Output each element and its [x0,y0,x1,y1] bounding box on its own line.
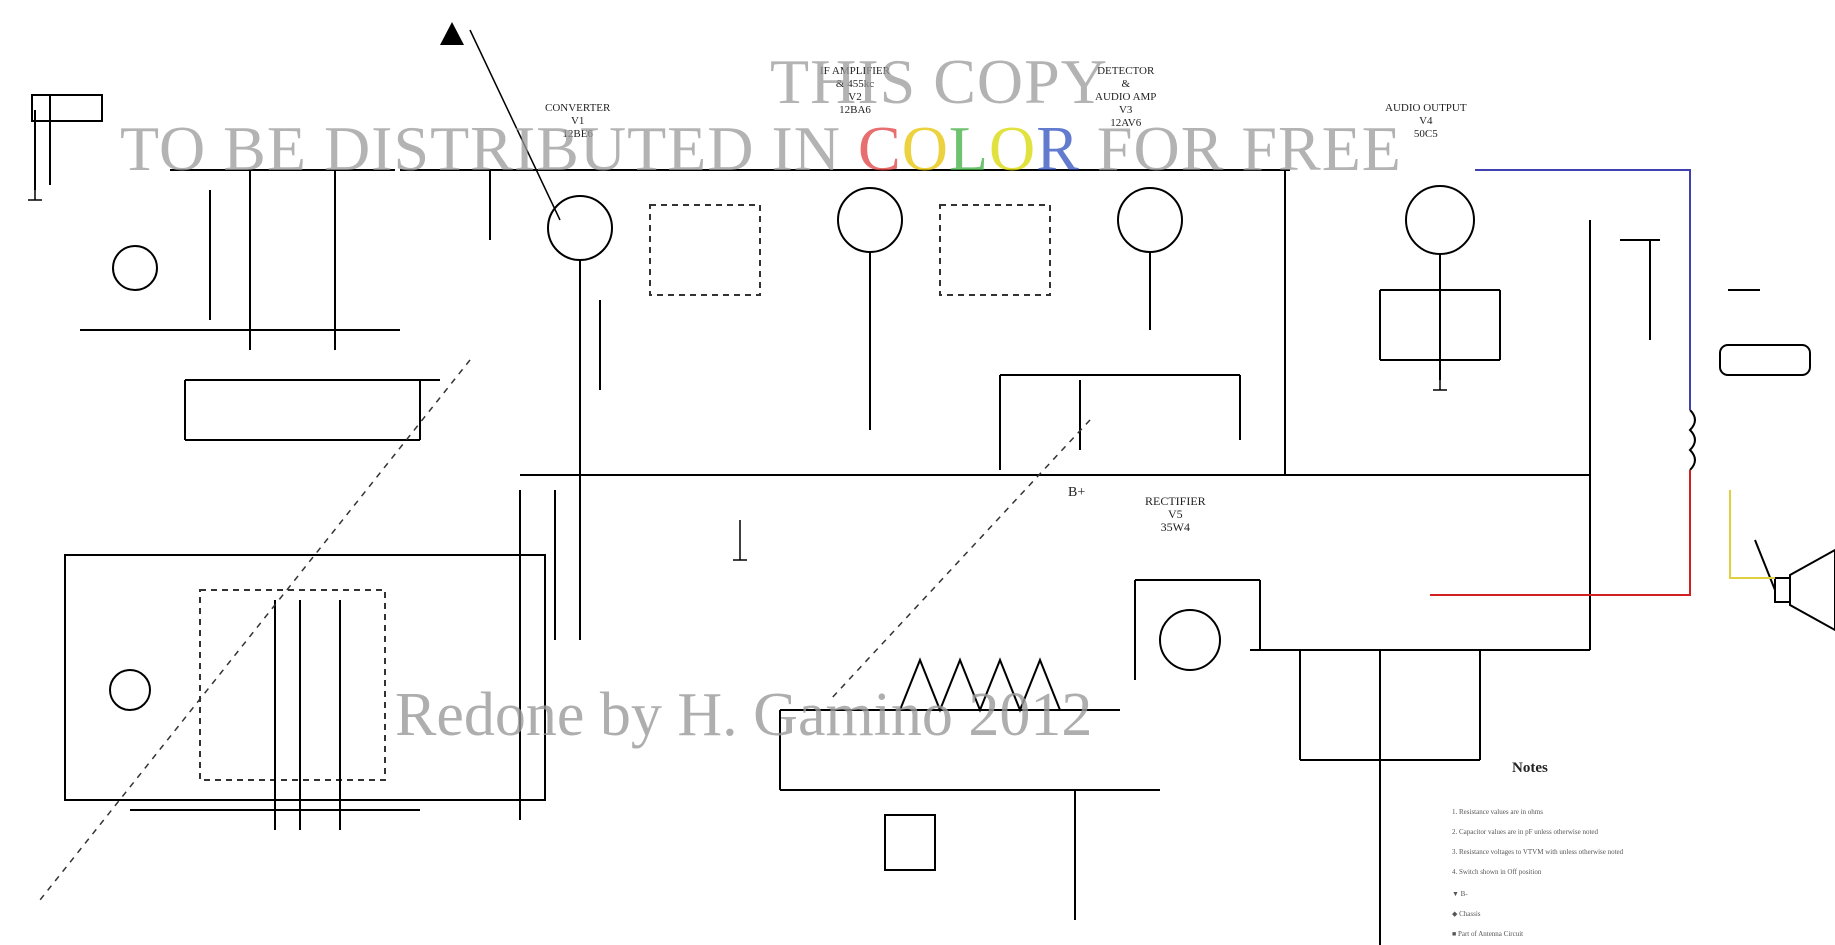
audio-output-label: AUDIO OUTPUT V4 50C5 [1385,102,1467,140]
yellow-wire [1729,490,1775,579]
output-transformer [1719,344,1811,376]
red-wire [1430,470,1691,596]
note-arrow-icon [440,22,464,45]
watermark-line2-post: FOR FREE [1079,113,1402,184]
bplus-label: B+ [1068,485,1086,500]
watermark-line2-pre: TO BE DISTRIBUTED IN [120,113,858,184]
heater-resistor [899,657,1061,713]
note-1: 1. Resistance values are in ohms [1452,808,1543,816]
watermark-letter-5: R [1036,113,1080,184]
note-3: 3. Resistance voltages to VTVM with unle… [1452,848,1624,856]
tube-if-amp [837,187,903,253]
band-switch-bottom [109,669,151,711]
note-7: ■ Part of Antenna Circuit [1452,930,1524,938]
line-plug [884,814,936,871]
converter-label: CONVERTER V1 12BE6 [545,102,611,140]
if-transformer-2 [939,204,1051,296]
if-transformer-1 [649,204,761,296]
tube-detector [1117,187,1183,253]
watermark-line2: TO BE DISTRIBUTED IN COLOR FOR FREE [120,112,1402,186]
watermark-letter-2: O [901,113,949,184]
oscillator-section [64,554,546,801]
detector-label: DETECTOR & AUDIO AMP V3 12AV6 [1095,65,1157,129]
blue-wire [1475,169,1691,410]
speaker [1789,548,1835,632]
if-amp-label: IF AMPLIFIER & 455kc V2 12BA6 [820,65,890,116]
watermark-letter-4: O [989,113,1037,184]
band-switch-top [112,245,158,291]
antenna-terminal [31,94,103,122]
rectifier-label: RECTIFIER V5 35W4 [1145,494,1206,534]
watermark-letter-1: C [858,113,902,184]
note-2: 2. Capacitor values are in pF unless oth… [1452,828,1598,836]
watermark-letter-3: L [948,113,989,184]
note-4: 4. Switch shown in Off position [1452,868,1542,876]
tube-converter [547,195,613,261]
tube-audio-output [1405,185,1475,255]
note-6: ◆ Chassis [1452,910,1481,918]
notes-title: Notes [1512,760,1548,776]
watermark-credit: Redone by H. Gamino 2012 [395,681,1093,749]
gang-link-2 [829,419,1091,701]
note-5: ▼ B- [1452,890,1468,898]
tube-rectifier [1159,609,1221,671]
watermark-line1: THIS COPY [770,46,1108,117]
ground-symbols [28,190,1447,561]
